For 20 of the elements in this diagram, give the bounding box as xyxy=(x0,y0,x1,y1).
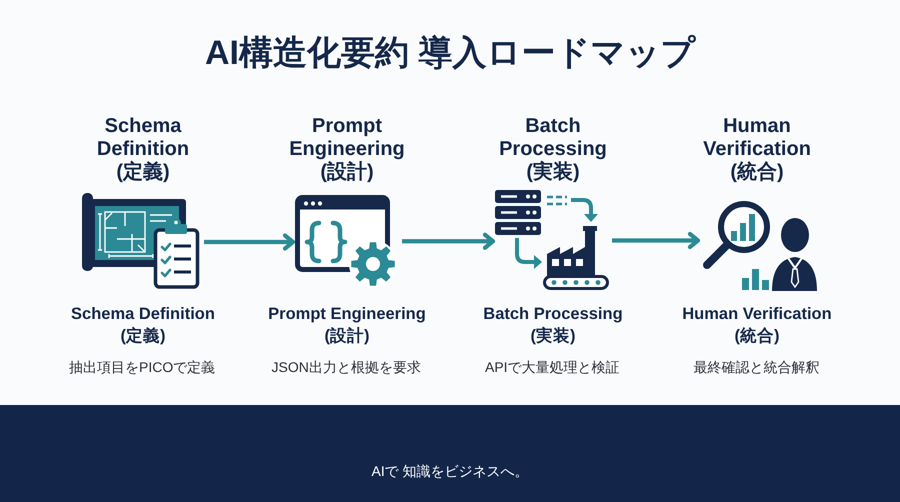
arrow xyxy=(402,232,496,250)
stage-caption: Prompt Engineering (設計) xyxy=(268,304,426,347)
stage-heading: Prompt Engineering (設計) xyxy=(288,115,406,184)
stage-description: 抽出項目をPICOで定義 xyxy=(69,358,216,376)
arrow xyxy=(612,232,700,250)
stage-heading: Schema Definition (定義) xyxy=(96,115,190,184)
stage-heading: Human Verification (統合) xyxy=(702,115,812,184)
stage-heading: Batch Processing (実装) xyxy=(498,115,608,184)
footer-band xyxy=(0,405,900,502)
arrow xyxy=(204,233,296,251)
stage-caption: Human Verification (統合) xyxy=(682,304,832,347)
stage-description: APIで大量処理と検証 xyxy=(485,358,621,376)
stage-description: 最終確認と統合解釈 xyxy=(694,358,820,376)
tagline: AIで 知識をビジネスへ。 xyxy=(372,462,529,480)
stage-caption: Batch Processing (実装) xyxy=(482,304,624,347)
title: AI構造化要約 導入ロードマップ xyxy=(205,33,696,74)
blueprint-clipboard-icon xyxy=(82,193,202,290)
stage-description: JSON出力と根拠を要求 xyxy=(272,358,422,376)
stage-caption: Schema Definition (定義) xyxy=(70,304,216,347)
server-factory-icon xyxy=(495,190,610,290)
